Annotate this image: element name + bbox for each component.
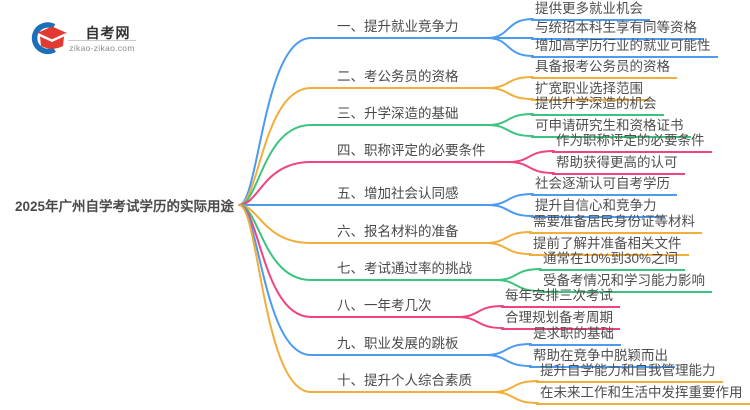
branch-line-3 xyxy=(238,124,488,206)
leaf-node-6-1: 需要准备居民身份证等材料 xyxy=(529,213,702,234)
leaf-node-9-1: 是求职的基础 xyxy=(529,325,621,346)
leaf-node-10-2: 在未来工作和生活中发挥重要作用 xyxy=(536,384,750,405)
leaf-line-5-1 xyxy=(486,193,534,206)
leaf-line-4-1 xyxy=(507,150,555,163)
leaf-node-1-1: 提供更多就业机会 xyxy=(531,0,650,21)
leaf-line-5-2 xyxy=(486,204,534,217)
leaf-node-4-1: 作为职称评定的必要条件 xyxy=(552,132,712,153)
branch-line-6 xyxy=(238,204,486,244)
leaf-line-2-2 xyxy=(486,87,534,100)
leaf-line-10-1 xyxy=(491,380,539,393)
mindmap-root-title: 2025年广州自学考试学历的实际用途 xyxy=(14,199,234,214)
leaf-line-8-2 xyxy=(456,316,504,329)
site-logo-name: 自考网 xyxy=(85,25,131,41)
branch-line-4 xyxy=(238,161,509,206)
leaf-node-5-1: 社会逐渐认可自考学历 xyxy=(531,175,677,196)
site-logo: 自考网 zikao-zikao.com xyxy=(26,20,146,60)
leaf-line-3-1 xyxy=(486,113,534,126)
leaf-node-1-3: 增加高学历行业的就业可能性 xyxy=(531,37,718,58)
leaf-line-9-1 xyxy=(484,343,532,356)
branch-label-9: 九、职业发展的跳板 xyxy=(337,336,459,351)
branch-label-2: 二、考公务员的资格 xyxy=(337,69,459,84)
branch-line-2 xyxy=(238,87,488,206)
branch-label-1: 一、提升就业竞争力 xyxy=(337,19,459,34)
leaf-node-2-2: 扩宽职业选择范围 xyxy=(531,80,650,101)
leaf-node-7-2: 受备考情况和学习能力影响 xyxy=(539,272,712,293)
leaf-node-7-1: 通常在10%到30%之间 xyxy=(539,250,686,271)
leaf-line-2-1 xyxy=(486,76,534,89)
branch-line-10 xyxy=(238,204,493,393)
leaf-node-2-1: 具备报考公务员的资格 xyxy=(531,58,677,79)
leaf-line-4-2 xyxy=(507,161,555,174)
leaf-node-5-2: 提升自信心和竞争力 xyxy=(531,197,664,218)
leaf-node-3-1: 提供升学深造的机会 xyxy=(531,95,664,116)
leaf-node-3-2: 可申请研究生和资格证书 xyxy=(531,117,691,138)
leaf-line-3-2 xyxy=(486,124,534,137)
branch-label-6: 六、报名材料的准备 xyxy=(337,224,459,239)
leaf-node-10-1: 提升自学能力和自我管理能力 xyxy=(536,362,723,383)
leaf-line-10-2 xyxy=(491,391,539,404)
leaf-line-9-2 xyxy=(484,354,532,367)
leaf-node-1-2: 与统招本科生享有同等资格 xyxy=(531,19,704,40)
leaf-node-6-2: 提前了解并准备相关文件 xyxy=(529,235,689,256)
leaf-line-1-1 xyxy=(486,18,534,39)
leaf-line-1-3 xyxy=(486,37,534,57)
branch-line-1 xyxy=(238,37,488,206)
leaf-node-8-1: 每年安排三次考试 xyxy=(501,287,620,308)
branch-label-4: 四、职称评定的必要条件 xyxy=(337,143,486,158)
leaf-line-7-2 xyxy=(494,279,542,292)
leaf-line-8-1 xyxy=(456,305,504,318)
leaf-line-7-1 xyxy=(494,268,542,281)
leaf-line-6-2 xyxy=(484,242,532,255)
site-logo-domain: zikao-zikao.com xyxy=(69,42,135,53)
branch-label-5: 五、增加社会认同感 xyxy=(337,186,459,201)
leaf-line-6-1 xyxy=(484,231,532,244)
leaf-node-8-2: 合理规划备考周期 xyxy=(501,309,620,330)
branch-label-8: 八、一年考几次 xyxy=(337,298,432,313)
branch-label-3: 三、升学深造的基础 xyxy=(337,106,459,121)
leaf-node-9-2: 帮助在竞争中脱颖而出 xyxy=(529,347,675,368)
logo-divider xyxy=(68,40,136,41)
leaf-node-4-2: 帮助获得更高的认可 xyxy=(552,154,685,175)
branch-label-10: 十、提升个人综合素质 xyxy=(337,373,472,388)
graduation-cap-icon xyxy=(31,22,67,55)
branch-label-7: 七、考试通过率的挑战 xyxy=(337,261,472,276)
